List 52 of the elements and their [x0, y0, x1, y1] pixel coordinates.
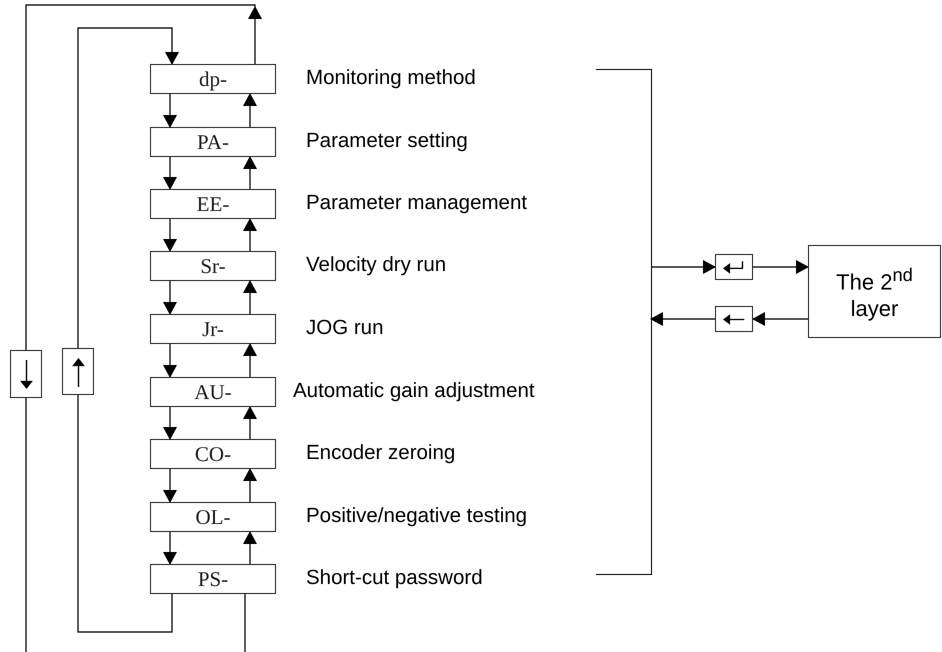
menu-code: Jr- — [202, 316, 224, 342]
arrow — [243, 343, 257, 377]
menu-code: CO- — [194, 442, 232, 466]
node-label: The 2$^{nd}$ layer — [835, 262, 914, 322]
menu-code-box — [150, 502, 276, 532]
arrow — [163, 532, 177, 565]
arrow — [163, 219, 177, 252]
arrow — [243, 406, 257, 439]
arrow — [243, 93, 257, 127]
menu-code: dp- — [199, 66, 227, 92]
menu-code-box — [150, 64, 276, 94]
menu-code-box — [150, 189, 276, 219]
menu-code-box — [150, 439, 276, 469]
arrow — [163, 407, 177, 440]
arrow — [650, 312, 715, 326]
menu-code: PA- — [197, 130, 229, 154]
menu-code: Sr- — [200, 254, 226, 278]
arrow — [163, 94, 177, 128]
menu-description: Automatic gain adjustment — [293, 379, 535, 403]
menu-description: Encoder zeroing — [306, 441, 456, 465]
arrow — [752, 312, 808, 326]
arrow — [243, 218, 257, 251]
menu-description: Monitoring method — [306, 66, 476, 90]
menu-code-box — [150, 251, 276, 281]
menu-description: Velocity dry run — [306, 253, 446, 277]
arrow — [25, 4, 262, 350]
arrow — [651, 260, 716, 274]
menu-description: Parameter management — [306, 191, 528, 215]
menu-code: AU- — [194, 380, 232, 404]
menu-description: Positive/negative testing — [306, 504, 528, 528]
menu-description: Parameter setting — [306, 129, 468, 153]
arrow — [243, 531, 257, 564]
arrow — [77, 27, 179, 348]
arrow — [753, 260, 809, 274]
arrow — [163, 344, 177, 378]
menu-code-box — [150, 377, 276, 407]
arrow — [163, 469, 177, 503]
menu-code: EE- — [196, 192, 230, 216]
menu-description: JOG run — [306, 316, 384, 340]
bracket — [596, 69, 652, 575]
menu-code-box — [150, 564, 276, 594]
menu-code: OL- — [196, 504, 230, 530]
process-box — [808, 245, 941, 338]
arrow — [243, 156, 257, 189]
menu-description: Short-cut password — [306, 566, 483, 590]
arrow — [163, 157, 177, 190]
menu-code: PS- — [198, 566, 228, 592]
arrow — [243, 468, 257, 502]
menu-code-box — [150, 314, 276, 344]
menu-code-box — [150, 127, 276, 157]
arrow — [163, 281, 177, 315]
arrow — [243, 280, 257, 314]
